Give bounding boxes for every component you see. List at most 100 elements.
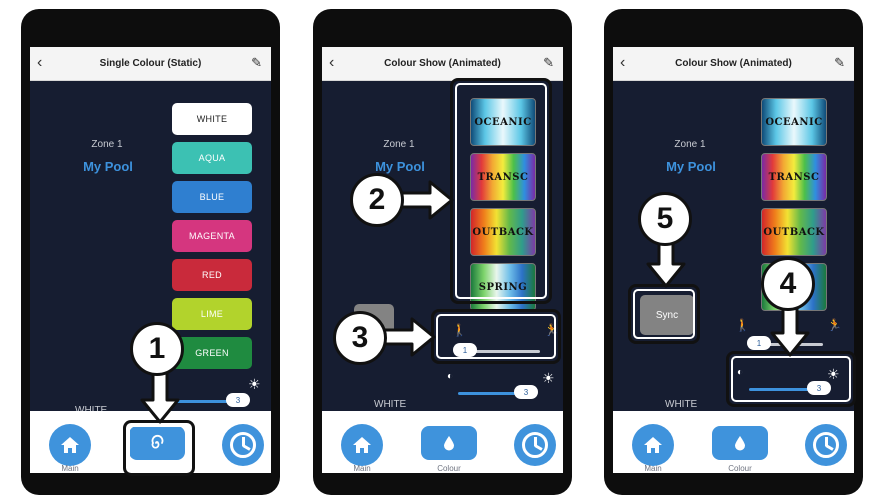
brightness-slider[interactable] <box>749 388 821 391</box>
colour-button-green[interactable]: GREEN <box>172 337 252 369</box>
app-screen: ‹ Colour Show (Animated) ✎ Zone 1 My Poo… <box>322 47 563 473</box>
zone-label: Zone 1 <box>674 139 706 150</box>
nav-timer-button[interactable] <box>222 424 264 466</box>
show-button-oceanic[interactable]: OCEANIC <box>761 98 827 146</box>
clock-icon <box>522 432 548 458</box>
swirl-icon <box>151 435 164 449</box>
brightness-slider[interactable] <box>170 400 246 403</box>
sync-button[interactable]: Sync <box>640 295 694 335</box>
bright-sun-icon: ☀ <box>542 370 555 386</box>
callout-5: 5 <box>638 192 692 246</box>
dim-sun-icon: ◐ <box>737 367 744 378</box>
colour-label: GREEN <box>195 348 229 358</box>
highlight-inner <box>455 83 547 299</box>
brightness-slider[interactable] <box>458 392 530 395</box>
header-bar: ‹ Colour Show (Animated) ✎ <box>613 47 854 81</box>
callout-1: 1 <box>130 322 184 376</box>
speed-slider-knob[interactable]: 1 <box>453 343 477 357</box>
arrow-right-icon <box>384 317 436 357</box>
current-colour-label: WHITE <box>374 399 407 410</box>
dim-sun-icon: ◐ <box>447 371 454 382</box>
running-figure-icon: 🏃 <box>827 318 842 332</box>
nav-colour-label: Colour <box>728 464 752 473</box>
current-colour-label: WHITE <box>665 399 698 410</box>
header-bar: ‹ Colour Show (Animated) ✎ <box>322 47 563 81</box>
show-button-outback[interactable]: OUTBACK <box>470 208 536 256</box>
clock-icon <box>230 432 256 458</box>
speed-slider-knob[interactable]: 1 <box>747 336 771 350</box>
show-button-oceanic[interactable]: OCEANIC <box>470 98 536 146</box>
back-chevron-icon[interactable]: ‹ <box>329 54 335 71</box>
callout-3: 3 <box>333 311 387 365</box>
highlight-inner <box>731 356 851 402</box>
droplet-icon <box>444 436 454 451</box>
current-colour-label: WHITE <box>75 405 107 416</box>
zone-label: Zone 1 <box>383 139 415 150</box>
colour-label: LIME <box>200 309 224 319</box>
highlight-sync-button <box>628 284 700 344</box>
back-chevron-icon[interactable]: ‹ <box>37 54 43 71</box>
phone-single-colour: ‹ Single Colour (Static) ✎ Zone 1 My Poo… <box>21 9 280 495</box>
brightness-slider-knob[interactable]: 3 <box>514 385 538 399</box>
phone-colour-show-sync: ‹ Colour Show (Animated) ✎ Zone 1 My Poo… <box>604 9 863 495</box>
highlight-brightness-slider <box>726 351 856 407</box>
arrow-right-icon <box>402 180 454 220</box>
nav-main-button[interactable] <box>341 424 383 466</box>
bright-sun-icon: ☀ <box>827 366 840 382</box>
highlight-show-button <box>123 420 195 476</box>
colour-button-red[interactable]: RED <box>172 259 252 291</box>
phone-colour-show: ‹ Colour Show (Animated) ✎ Zone 1 My Poo… <box>313 9 572 495</box>
nav-timer-button[interactable] <box>805 424 847 466</box>
arrow-down-icon <box>140 372 180 424</box>
bright-sun-icon: ☀ <box>248 376 261 392</box>
nav-main-label: Main <box>61 464 79 473</box>
highlight-speed-slider <box>431 309 561 364</box>
home-icon <box>353 437 371 453</box>
pencil-icon[interactable]: ✎ <box>834 55 845 70</box>
colour-label: AQUA <box>198 153 226 163</box>
nav-show-label: Show <box>146 464 167 473</box>
page-title: Colour Show (Animated) <box>384 58 501 69</box>
colour-button-lime[interactable]: LIME <box>172 298 252 330</box>
droplet-icon <box>735 436 745 451</box>
header-bar: ‹ Single Colour (Static) ✎ <box>30 47 271 81</box>
highlight-show-list <box>450 78 552 304</box>
highlight-inner <box>128 425 190 471</box>
home-icon <box>61 437 79 453</box>
pool-name: My Pool <box>83 159 133 174</box>
speed-slider[interactable] <box>458 350 540 353</box>
nav-colour-button[interactable] <box>712 426 768 460</box>
colour-button-blue[interactable]: BLUE <box>172 181 252 213</box>
colour-label: RED <box>202 270 222 280</box>
show-button-outback[interactable]: OUTBACK <box>761 208 827 256</box>
home-icon <box>644 437 662 453</box>
nav-main-button[interactable] <box>49 424 91 466</box>
back-chevron-icon[interactable]: ‹ <box>620 54 626 71</box>
app-screen: ‹ Single Colour (Static) ✎ Zone 1 My Poo… <box>30 47 271 473</box>
highlight-inner <box>436 314 556 359</box>
pencil-icon[interactable]: ✎ <box>543 55 554 70</box>
nav-colour-label: Colour <box>437 464 461 473</box>
pencil-icon[interactable]: ✎ <box>251 55 262 70</box>
bottom-nav: Main Colour <box>322 411 563 473</box>
colour-button-white[interactable]: WHITE <box>172 103 252 135</box>
pool-name: My Pool <box>666 159 716 174</box>
brightness-slider-knob[interactable]: 3 <box>807 381 831 395</box>
nav-show-button[interactable] <box>129 426 185 460</box>
show-button-transc[interactable]: TRANSC <box>470 153 536 201</box>
nav-main-label: Main <box>353 464 371 473</box>
colour-button-aqua[interactable]: AQUA <box>172 142 252 174</box>
brightness-slider-knob[interactable]: 3 <box>226 393 250 407</box>
highlight-inner <box>633 289 695 339</box>
show-button-transc[interactable]: TRANSC <box>761 153 827 201</box>
arrow-down-icon <box>770 305 810 357</box>
page-title: Colour Show (Animated) <box>675 58 792 69</box>
page-title: Single Colour (Static) <box>99 58 202 69</box>
colour-button-magenta[interactable]: MAGENTA <box>172 220 252 252</box>
walking-figure-icon: 🚶 <box>735 318 750 332</box>
nav-colour-button[interactable] <box>421 426 477 460</box>
nav-timer-button[interactable] <box>514 424 556 466</box>
nav-main-label: Main <box>644 464 662 473</box>
nav-main-button[interactable] <box>632 424 674 466</box>
colour-label: WHITE <box>196 114 228 124</box>
